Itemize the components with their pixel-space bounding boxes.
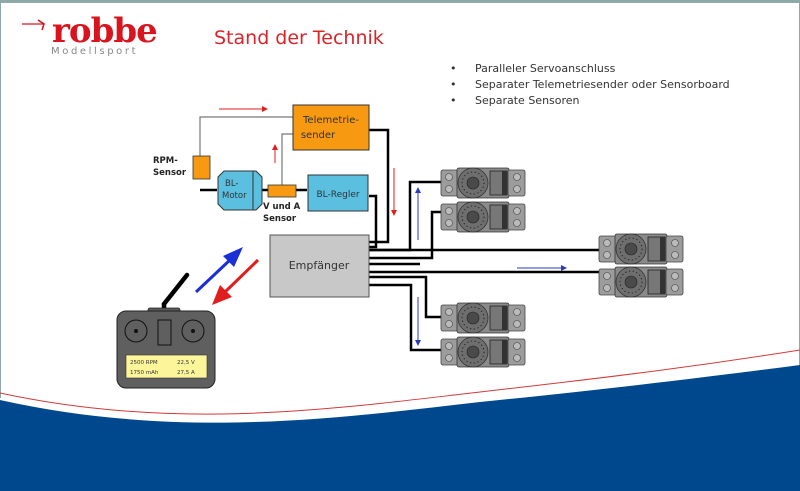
telemetry-sender-label-2: sender	[301, 130, 336, 141]
va-sensor-label-1: V und A	[263, 202, 301, 212]
bullet-item: Separate Sensoren	[446, 93, 730, 109]
receiver: Empfänger	[269, 234, 370, 298]
cables	[200, 128, 600, 352]
rpm-sensor-label-1: RPM-	[153, 156, 178, 166]
uplink-arrow-icon	[194, 247, 243, 294]
footer-band	[0, 365, 800, 491]
telemetry-sender-label-1: Telemetrie-	[302, 115, 359, 126]
servo	[440, 302, 526, 334]
controller-label: BL-Regler	[316, 190, 359, 200]
sensor-signal-lines	[199, 116, 293, 189]
rpm-sensor: RPM- Sensor	[153, 155, 211, 180]
bullet-list: Paralleler Servoanschluss Separater Tele…	[446, 61, 730, 109]
servo	[440, 201, 526, 233]
lcd-rpm: 2500 RPM	[130, 360, 158, 366]
bl-motor: BL- Motor	[217, 170, 263, 211]
bl-controller: BL-Regler	[307, 174, 369, 212]
logo-arrow-icon	[22, 19, 45, 31]
lcd-current: 27,5 A	[177, 370, 195, 376]
receiver-label: Empfänger	[289, 259, 350, 272]
lcd-display	[125, 354, 208, 379]
logo-subtitle: Modellsport	[51, 46, 139, 57]
antenna	[161, 272, 190, 307]
servo	[440, 336, 526, 368]
bullet-item: Separater Telemetriesender oder Sensorbo…	[446, 77, 730, 93]
va-sensor: V und A Sensor	[263, 184, 301, 224]
lcd-voltage: 22,5 V	[177, 360, 195, 366]
logo-brand: robbe	[52, 11, 158, 51]
servo	[598, 266, 684, 298]
telemetry-sender: Telemetrie- sender	[292, 104, 370, 151]
servo	[598, 233, 684, 265]
downlink-arrow-icon	[212, 258, 260, 305]
slide-title: Stand der Technik	[214, 27, 384, 49]
servo	[440, 167, 526, 199]
motor-label-1: BL-	[225, 179, 239, 189]
motor-label-2: Motor	[222, 191, 247, 201]
footer-red-line	[0, 349, 800, 415]
rpm-sensor-label-2: Sensor	[153, 168, 187, 178]
va-sensor-label-2: Sensor	[263, 214, 297, 224]
bullet-item: Paralleler Servoanschluss	[446, 61, 730, 77]
transmitter: 2500 RPM 22,5 V 1750 mAh 27,5 A	[116, 272, 216, 389]
lcd-capacity: 1750 mAh	[130, 370, 159, 376]
